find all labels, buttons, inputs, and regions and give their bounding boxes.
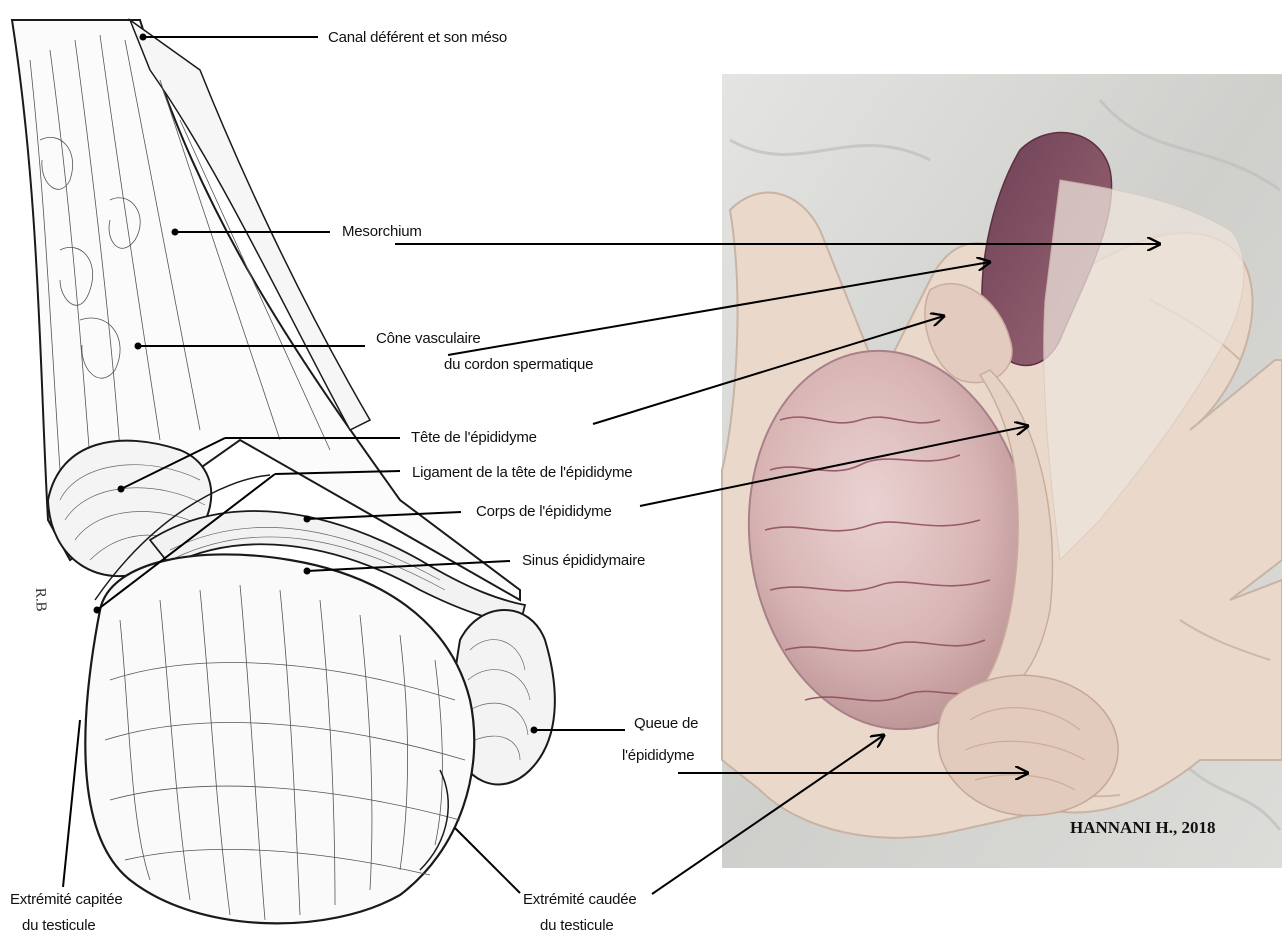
label-extremite-capitee-line2: du testicule: [22, 917, 95, 935]
label-mesorchium: Mesorchium: [342, 223, 422, 241]
label-extremite-caudee-line1: Extrémité caudée: [523, 891, 637, 909]
drawing-signature: R.B: [32, 588, 49, 612]
label-queue-epididyme-line1: Queue de: [634, 715, 698, 733]
label-canal-deferent: Canal déférent et son méso: [328, 29, 507, 47]
label-queue-epididyme-line2: l'épididyme: [622, 747, 694, 765]
label-extremite-capitee-line1: Extrémité capitée: [10, 891, 122, 909]
label-corps-epididyme: Corps de l'épididyme: [476, 503, 612, 521]
leader-extremite-caudee: [455, 828, 520, 893]
label-extremite-caudee-line2: du testicule: [540, 917, 613, 935]
testis: [85, 554, 474, 923]
label-cone-vasculaire-line2: du cordon spermatique: [444, 356, 593, 374]
label-cone-vasculaire-line1: Cône vasculaire: [376, 330, 481, 348]
label-tete-epididyme: Tête de l'épididyme: [411, 429, 537, 447]
label-ligament-tete: Ligament de la tête de l'épididyme: [412, 464, 632, 482]
leader-extremite-capitee: [63, 720, 80, 887]
photo-credit: HANNANI H., 2018: [1070, 818, 1215, 838]
label-sinus-epididymaire: Sinus épididymaire: [522, 552, 645, 570]
